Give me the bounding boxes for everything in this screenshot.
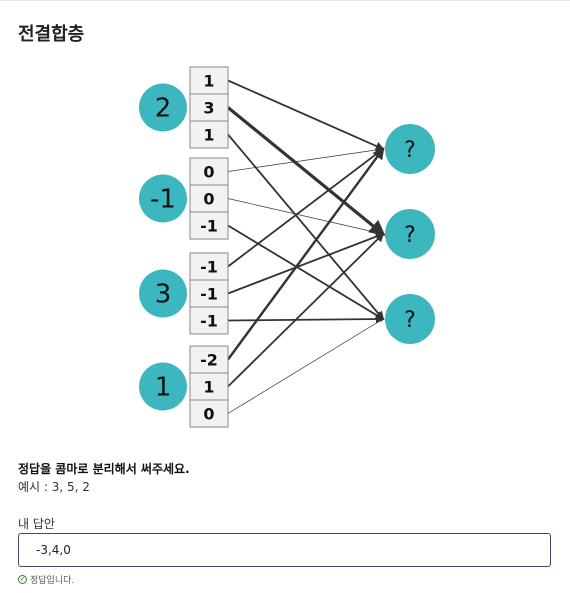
answer-input[interactable] [18, 533, 551, 567]
weight-value: -1 [200, 217, 218, 236]
weight-value: -1 [200, 285, 218, 304]
edge-1-3 [227, 133, 385, 321]
edge-1-1 [227, 79, 385, 151]
output-neuron-3: ? [385, 294, 435, 344]
output-neurons: ??? [385, 124, 435, 344]
example-text: 예시 : 3, 5, 2 [18, 480, 90, 494]
output-neuron-2: ? [385, 209, 435, 259]
answer-label: 내 답안 [18, 517, 55, 531]
edge-4-3 [227, 318, 384, 414]
weight-value: 1 [203, 72, 214, 91]
input-value: 3 [155, 280, 172, 310]
edge-4-1 [227, 147, 385, 361]
input-neuron-3: 3 -1 -1 -1 [139, 252, 229, 335]
output-node-circle [385, 124, 435, 174]
weight-cell [189, 184, 229, 213]
edge-1-2 [226, 106, 386, 237]
input-neuron-1: 2 1 3 1 [139, 66, 229, 149]
output-value: ? [404, 138, 416, 163]
weight-cell [189, 372, 229, 401]
edge-2-1 [227, 147, 384, 172]
connection-edges [226, 79, 386, 414]
fully-connected-diagram: 2 1 3 1 -1 0 0 -1 3 -1 -1 -1 1 -2 1 0 ??? [139, 66, 435, 428]
edge-2-2 [227, 198, 384, 236]
page-title: 전결합층 [18, 24, 85, 45]
edge-3-1 [227, 147, 385, 268]
input-value: 1 [155, 373, 172, 403]
weight-value: -1 [200, 312, 218, 331]
output-node-circle [385, 294, 435, 344]
weight-cell [189, 66, 229, 95]
weight-value: 3 [203, 99, 214, 118]
output-node-circle [385, 209, 435, 259]
output-neuron-1: ? [385, 124, 435, 174]
result-text: 정답입니다. [30, 576, 75, 586]
weight-value: 0 [203, 405, 214, 424]
weight-cell [189, 345, 229, 374]
result-message: ✓ 정답입니다. [18, 573, 74, 586]
output-value: ? [404, 223, 416, 248]
edge-2-3 [227, 224, 385, 320]
weight-cell [189, 120, 229, 149]
input-node-circle [139, 269, 187, 318]
instruction-text: 정답을 콤마로 분리해서 써주세요. [18, 462, 190, 476]
weight-cell [189, 399, 229, 428]
output-value: ? [404, 308, 416, 333]
input-neuron-4: 1 -2 1 0 [139, 345, 229, 428]
weight-cell [189, 252, 229, 281]
input-value: -1 [150, 185, 176, 215]
edge-3-2 [227, 232, 385, 295]
weight-cell [189, 306, 229, 335]
weight-value: 0 [203, 190, 214, 209]
weight-value: 0 [203, 163, 214, 182]
weight-value: -1 [200, 258, 218, 277]
check-circle-icon: ✓ [18, 575, 27, 584]
input-neurons: 2 1 3 1 -1 0 0 -1 3 -1 -1 -1 1 -2 1 0 [139, 66, 229, 428]
weight-value: 1 [203, 378, 214, 397]
edge-4-2 [227, 232, 385, 388]
weight-cell [189, 211, 229, 240]
top-divider [0, 0, 570, 1]
weight-value: 1 [203, 126, 214, 145]
weight-value: -2 [200, 351, 218, 370]
input-node-circle [139, 174, 187, 223]
input-value: 2 [155, 94, 172, 124]
input-node-circle [139, 362, 187, 411]
input-node-circle [139, 83, 187, 132]
weight-cell [189, 279, 229, 308]
edge-3-3 [227, 314, 385, 324]
input-neuron-2: -1 0 0 -1 [139, 157, 229, 240]
